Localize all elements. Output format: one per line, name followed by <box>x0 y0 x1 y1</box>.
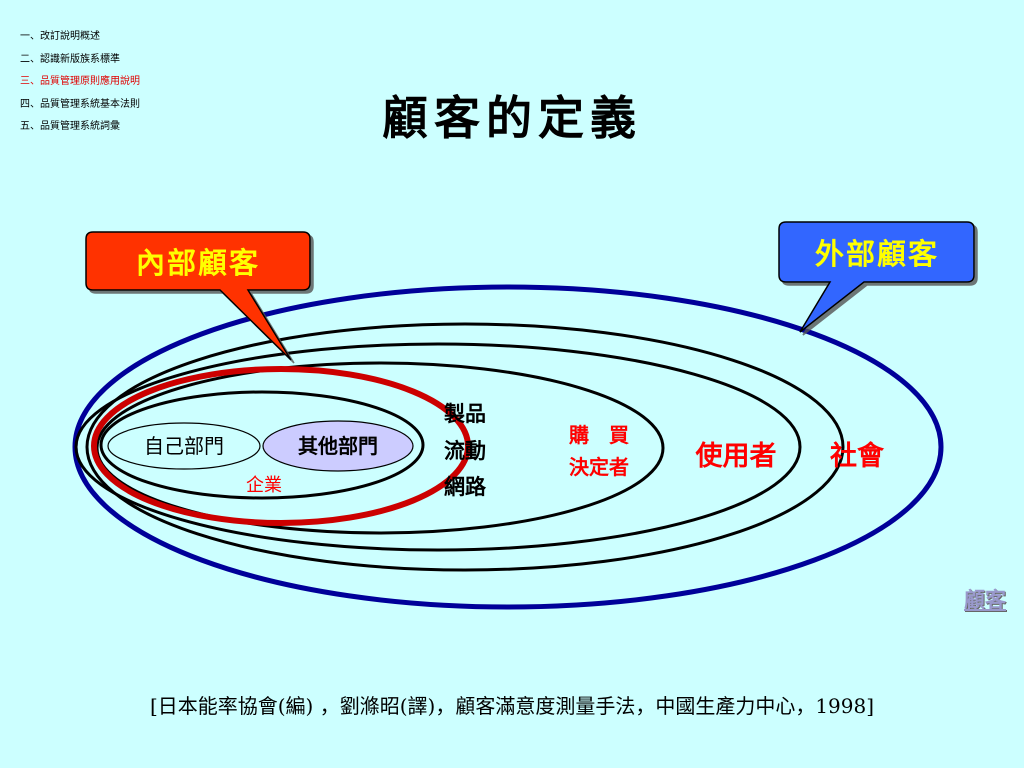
customer-link[interactable]: 顧客 <box>964 587 1006 612</box>
nav-item-fundamentals[interactable]: 四、品質管理系統基本法則 <box>20 98 140 110</box>
own-dept-oval <box>107 422 261 470</box>
nav-item-vocabulary[interactable]: 五、品質管理系統詞彙 <box>20 121 120 132</box>
user-ring <box>85 322 845 572</box>
external-callout-label: 外部顧客 <box>815 237 939 271</box>
purchaser-label-1: 購 買 <box>569 423 629 447</box>
own-dept-label: 自己部門 <box>144 434 224 458</box>
internal-ring <box>91 366 471 526</box>
nav-item-overview[interactable]: 一、改訂說明概述 <box>20 31 100 42</box>
user-label: 使用者 <box>695 441 777 472</box>
internal-callout <box>85 231 311 361</box>
enterprise-ring <box>99 390 425 500</box>
purchaser-label-2: 決定者 <box>569 455 629 479</box>
other-dept-label: 其他部門 <box>298 434 378 458</box>
society-label: 社會 <box>830 440 885 472</box>
section-nav: 一、改訂說明概述 二、認識新版族系標準 三、品質管理原則應用說明 四、品質管理系… <box>20 26 140 139</box>
external-callout <box>778 221 975 333</box>
internal-callout-label: 內部顧客 <box>136 246 260 280</box>
distribution-label-2: 流動 <box>444 438 486 463</box>
nav-item-principles[interactable]: 三、品質管理原則應用說明 <box>20 76 140 87</box>
enterprise-label: 企業 <box>246 475 282 496</box>
other-dept-oval <box>262 420 414 472</box>
page-title: 顧客的定義 <box>382 91 642 145</box>
citation: [日本能率協會(編) ，劉滌昭(譯)，顧客滿意度測量手法，中國生產力中心，199… <box>149 694 875 718</box>
nav-item-standards[interactable]: 二、認識新版族系標準 <box>20 53 120 65</box>
distribution-label-1: 製品 <box>443 401 486 426</box>
distribution-label-3: 網路 <box>444 474 487 499</box>
purchaser-ring <box>74 342 802 552</box>
